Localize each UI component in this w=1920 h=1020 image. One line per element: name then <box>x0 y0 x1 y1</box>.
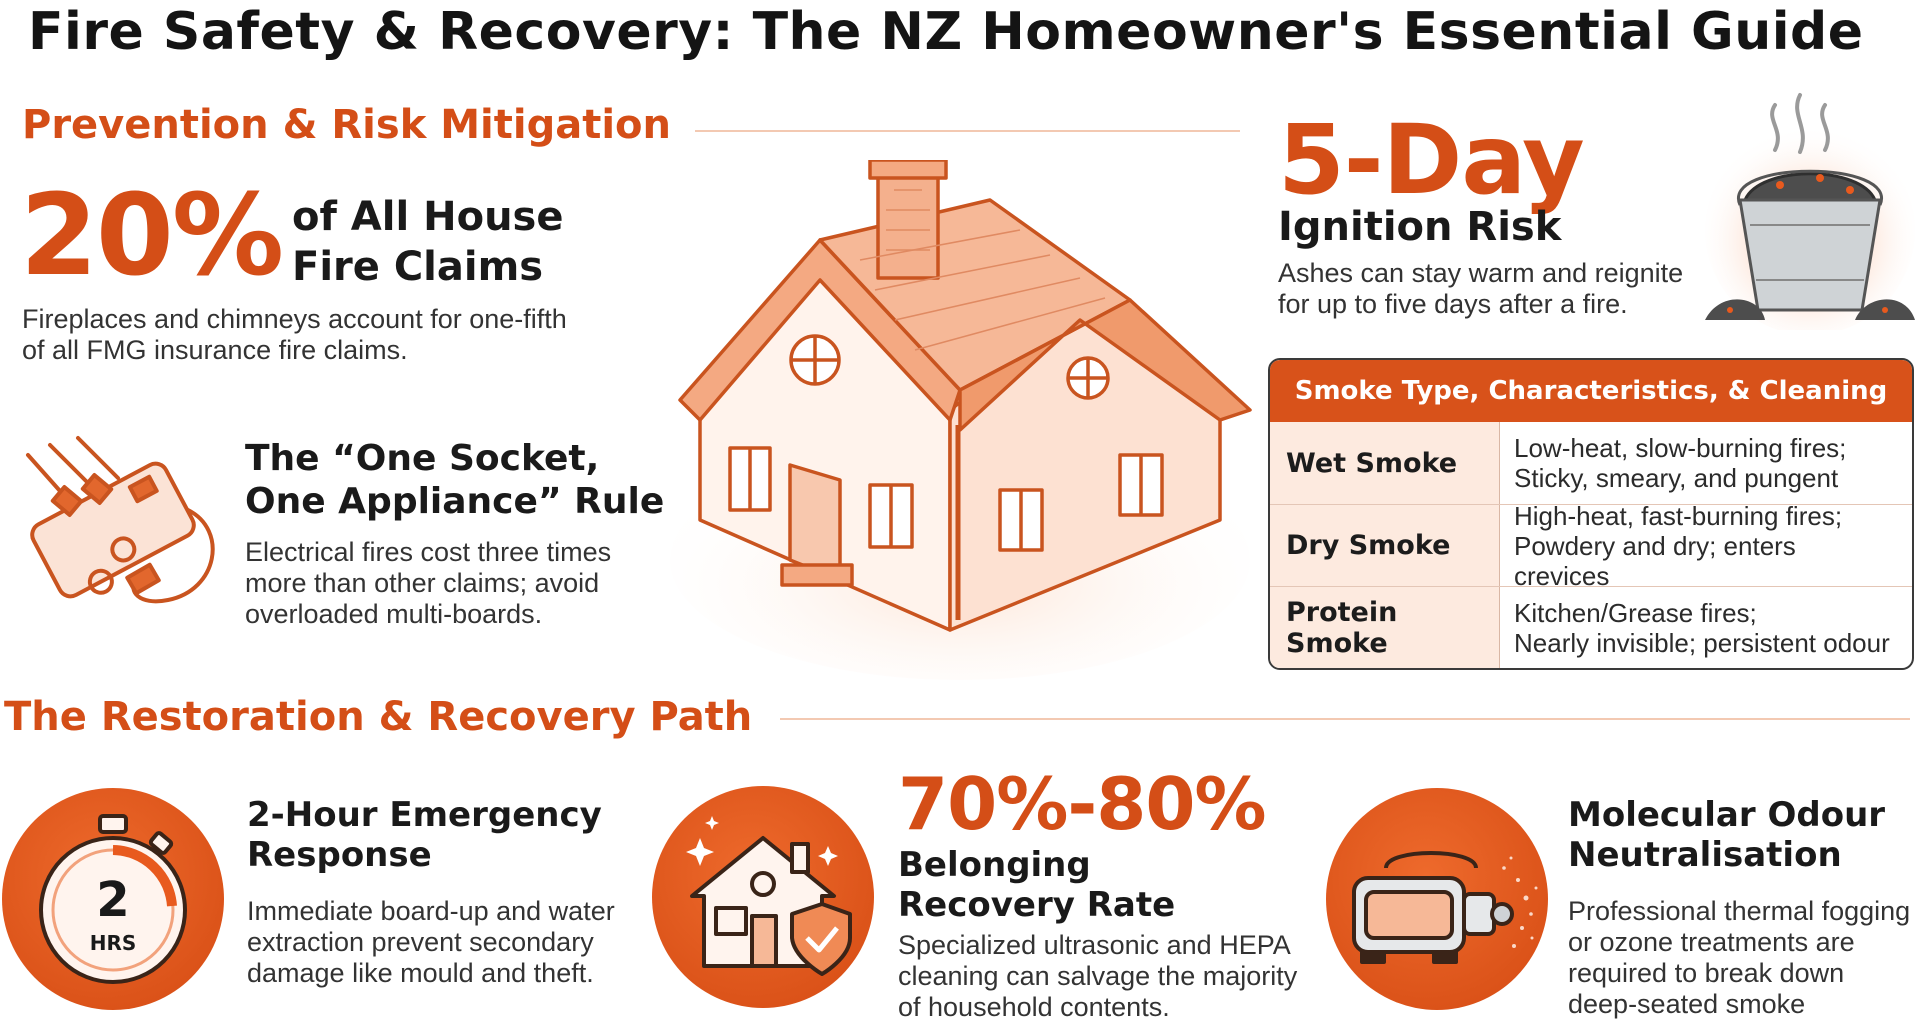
smoke-description-line: Powdery and dry; enters crevices <box>1514 530 1796 591</box>
odour-neutralisation-title: Molecular Odour Neutralisation <box>1568 795 1886 875</box>
table-row: Dry Smoke High-heat, fast-burning fires;… <box>1270 501 1912 591</box>
page-title: Fire Safety & Recovery: The NZ Homeowner… <box>28 2 1864 62</box>
recovery-rate-title: Belonging Recovery Rate <box>898 845 1176 925</box>
stopwatch-icon-circle: 2 HRS <box>2 788 224 1010</box>
smoke-description-cell: Low-heat, slow-burning fires; Sticky, sm… <box>1500 422 1912 504</box>
stopwatch-unit: HRS <box>90 931 137 955</box>
smoke-type-table: Smoke Type, Characteristics, & Cleaning … <box>1268 358 1914 670</box>
prevention-heading: Prevention & Risk Mitigation <box>22 102 671 148</box>
smoke-description-line: Sticky, smeary, and pungent <box>1514 463 1839 493</box>
table-header: Smoke Type, Characteristics, & Cleaning <box>1270 360 1912 422</box>
smoke-type-cell: Dry Smoke <box>1270 505 1500 586</box>
fireplace-claims-description: Fireplaces and chimneys account for one-… <box>22 304 567 365</box>
section-divider <box>695 130 1240 132</box>
odour-neutralisation-description: Professional thermal fogging or ozone tr… <box>1568 896 1911 1019</box>
ignition-risk-label: Ignition Risk <box>1278 204 1562 250</box>
recovery-rate-description: Specialized ultrasonic and HEPA cleaning… <box>898 930 1298 1020</box>
smoke-type-cell: Wet Smoke <box>1270 422 1500 504</box>
ignition-risk-stat: 5-Day <box>1278 104 1585 216</box>
fogging-machine-icon-circle <box>1326 788 1548 1010</box>
socket-rule-description: Electrical fires cost three times more t… <box>245 537 612 629</box>
recovery-rate-stat: 70%-80% <box>898 762 1267 846</box>
house-illustration <box>670 160 1252 680</box>
shielded-house-icon-circle <box>652 786 874 1008</box>
table-row: Wet Smoke Low-heat, slow-burning fires; … <box>1270 422 1912 504</box>
smoke-description-cell: High-heat, fast-burning fires; Powdery a… <box>1500 501 1912 591</box>
fogging-machine-icon <box>1352 851 1538 964</box>
ash-bucket-icon <box>1705 93 1915 330</box>
smoke-description-cell: Kitchen/Grease fires; Nearly invisible; … <box>1500 587 1912 668</box>
table-row: Protein Smoke Kitchen/Grease fires; Near… <box>1270 586 1912 668</box>
smoke-description-line: Kitchen/Grease fires; <box>1514 597 1757 628</box>
stopwatch-icon: 2 HRS <box>39 814 187 984</box>
section-divider <box>780 718 1910 720</box>
emergency-response-description: Immediate board-up and water extraction … <box>247 896 615 988</box>
stopwatch-number: 2 <box>96 872 129 928</box>
fireplace-claims-label: of All House Fire Claims <box>292 194 564 290</box>
smoke-description-line: Nearly invisible; persistent odour <box>1514 627 1890 658</box>
smoke-description-line: Low-heat, slow-burning fires; <box>1514 433 1847 463</box>
socket-rule-title: The “One Socket, One Appliance” Rule <box>245 438 665 522</box>
ignition-risk-description: Ashes can stay warm and reignite for up … <box>1278 258 1684 319</box>
power-strip-icon <box>26 436 215 604</box>
smoke-type-cell: Protein Smoke <box>1270 587 1500 668</box>
recovery-heading: The Restoration & Recovery Path <box>4 694 753 740</box>
smoke-description-line: High-heat, fast-burning fires; <box>1514 500 1843 531</box>
fireplace-claims-stat: 20% <box>20 171 284 301</box>
shielded-house-icon <box>686 816 852 976</box>
emergency-response-title: 2-Hour Emergency Response <box>247 795 602 875</box>
